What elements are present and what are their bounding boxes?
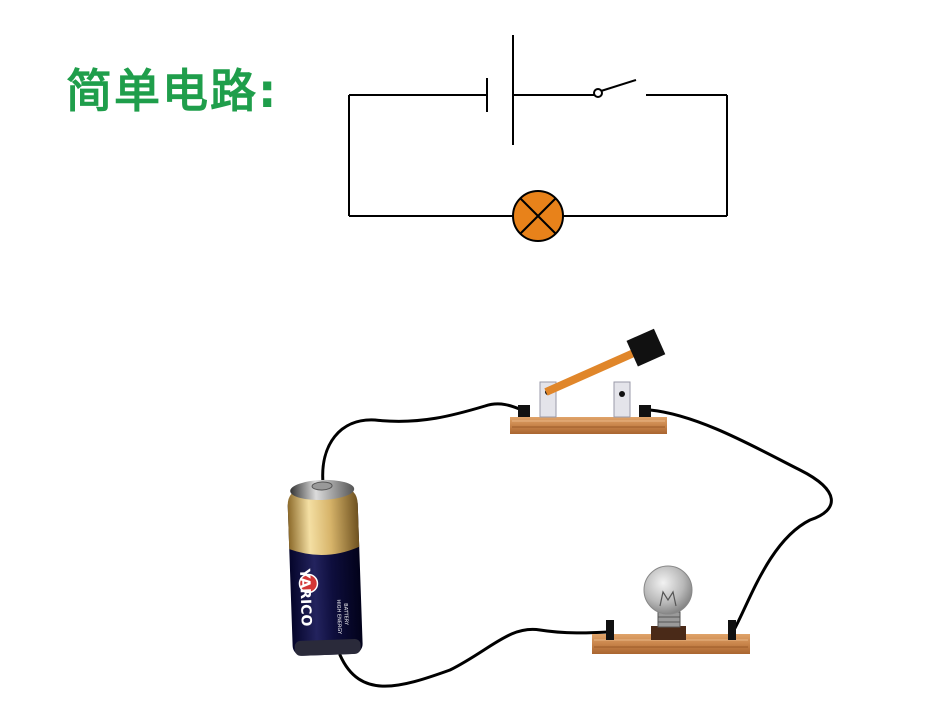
wire-battery-to-bulb (338, 627, 610, 688)
page-title: 简单电路: (66, 64, 279, 118)
battery-small-text-2: BATTERY (342, 603, 349, 626)
battery-logo-icon (298, 573, 319, 594)
bulb-glass (643, 565, 693, 615)
switch-handle (626, 328, 666, 367)
light-bulb-icon[interactable] (592, 565, 750, 654)
switch-base (510, 417, 667, 434)
switch-terminal-right (639, 405, 651, 417)
battery-terminal (311, 481, 333, 491)
battery-gold-band (287, 487, 360, 555)
bulb-terminal-left (606, 620, 614, 640)
wire-switch-to-bulb (648, 408, 833, 630)
battery-small-text-1: HIGH ENERGY (335, 599, 342, 635)
battery-icon[interactable]: YARICO HIGH ENERGY BATTERY (287, 479, 363, 656)
switch-pivot (593, 88, 603, 98)
bulb-terminal-right (728, 620, 736, 640)
switch-blade (600, 79, 637, 92)
knife-switch-icon[interactable] (510, 328, 667, 434)
switch-terminal-left (518, 405, 530, 417)
wire-battery-to-switch (321, 402, 524, 485)
switch-post-right (613, 381, 631, 418)
battery-brand: YARICO (296, 567, 314, 626)
battery-bottom (294, 638, 361, 656)
lamp-symbol-icon (512, 190, 564, 242)
bulb-base (592, 634, 750, 654)
bulb-socket (651, 626, 686, 640)
switch-lever (544, 348, 638, 396)
